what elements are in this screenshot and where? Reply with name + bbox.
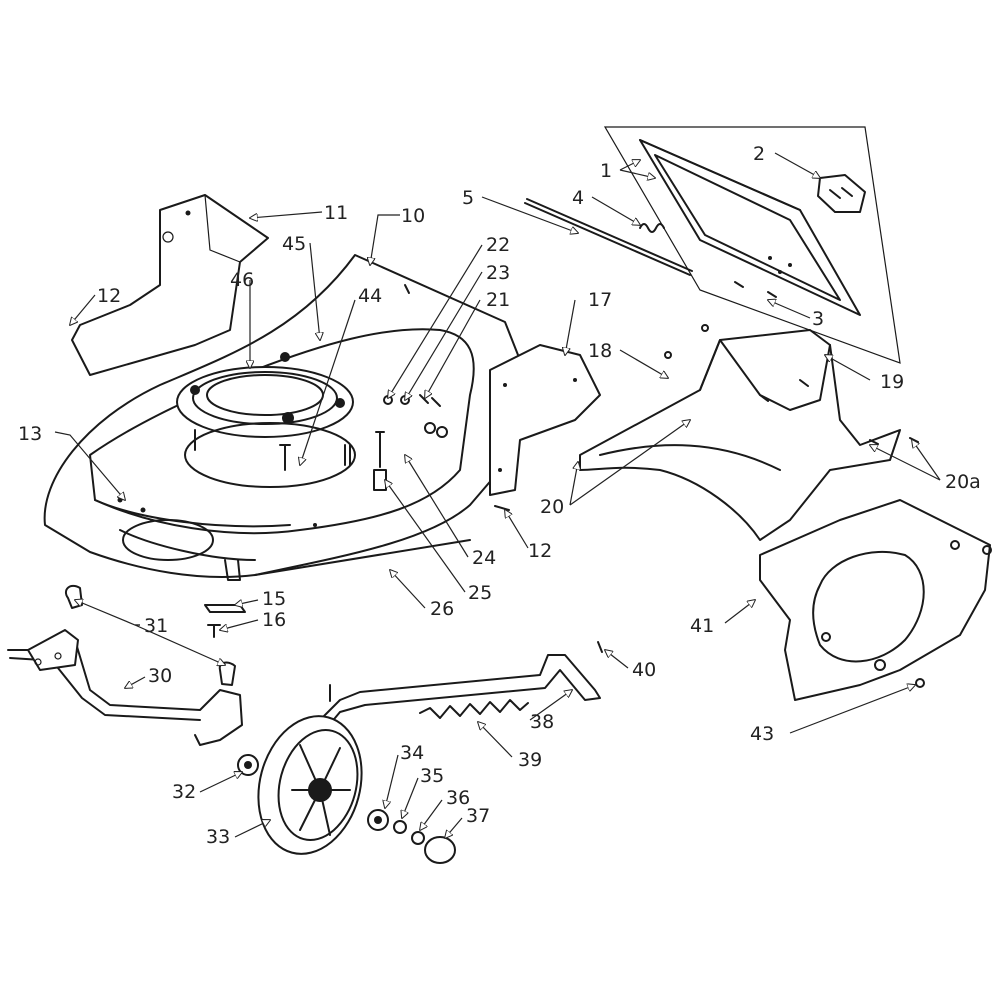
- label-20a: 20a: [945, 471, 981, 493]
- label-17: 17: [588, 289, 612, 311]
- motor-mount-plate: [176, 352, 356, 488]
- label-2: 2: [753, 143, 765, 165]
- label-45: 45: [282, 233, 306, 255]
- spring-coil-part: [419, 699, 529, 719]
- label-5: 5: [462, 187, 474, 209]
- label-20: 20: [540, 496, 564, 518]
- label-16: 16: [262, 609, 286, 631]
- label-41: 41: [690, 615, 714, 637]
- label-23: 23: [486, 262, 510, 284]
- rod-part: [524, 198, 693, 276]
- label-34: 34: [400, 742, 424, 764]
- rear-axle-part: [317, 641, 603, 731]
- label-18: 18: [588, 340, 612, 362]
- wheel-bearing-parts: [237, 754, 456, 864]
- label-21: 21: [486, 289, 510, 311]
- label-36: 36: [446, 787, 470, 809]
- label-13: 13: [18, 423, 42, 445]
- rear-flap-assembly: [603, 126, 901, 364]
- label-30: 30: [148, 665, 172, 687]
- side-shield-part: [71, 194, 269, 376]
- spring-part: [639, 223, 665, 233]
- label-19: 19: [880, 371, 904, 393]
- part-callouts: [54, 152, 941, 838]
- part-labels: 1 2 3 4 5 10 11 12 12 13 15 16 17 18 19 …: [18, 143, 981, 848]
- label-35: 35: [420, 765, 444, 787]
- front-axle-part: [7, 584, 246, 746]
- label-1: 1: [600, 160, 612, 182]
- rear-cover-part: [759, 499, 992, 701]
- label-24: 24: [472, 547, 496, 569]
- label-31: 31: [144, 615, 168, 637]
- label-12-left: 12: [97, 285, 121, 307]
- label-15: 15: [262, 588, 286, 610]
- grass-chute-part: [579, 324, 919, 541]
- label-4: 4: [572, 187, 584, 209]
- rear-bracket-part: [489, 344, 601, 496]
- label-3: 3: [812, 308, 824, 330]
- label-11: 11: [324, 202, 348, 224]
- label-22: 22: [486, 234, 510, 256]
- label-39: 39: [518, 749, 542, 771]
- label-43: 43: [750, 723, 774, 745]
- label-33: 33: [206, 826, 230, 848]
- label-10: 10: [401, 205, 425, 227]
- label-46: 46: [230, 269, 254, 291]
- label-25: 25: [468, 582, 492, 604]
- label-26: 26: [430, 598, 454, 620]
- latch-block-part: [817, 174, 866, 213]
- label-44: 44: [358, 285, 382, 307]
- label-32: 32: [172, 781, 196, 803]
- wheel-part: [257, 715, 363, 855]
- label-37: 37: [466, 805, 490, 827]
- label-12-right: 12: [528, 540, 552, 562]
- fasteners-cluster: [373, 394, 510, 511]
- label-38: 38: [530, 711, 554, 733]
- label-40: 40: [632, 659, 656, 681]
